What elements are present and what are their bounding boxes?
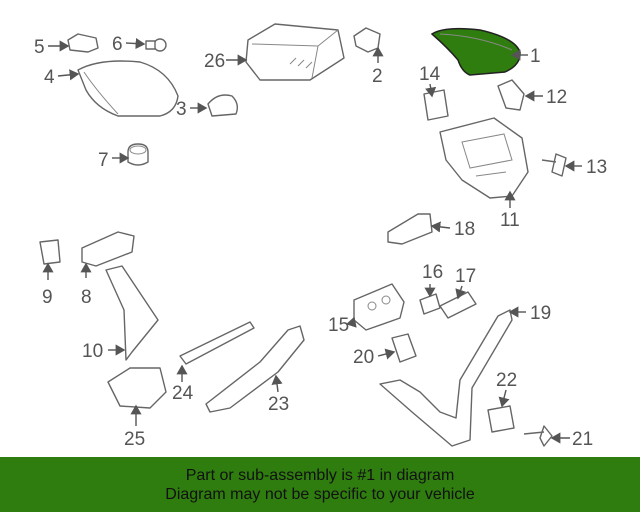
part-1-armrest-lid[interactable] [430, 27, 521, 76]
callout-8[interactable]: 8 [81, 287, 92, 308]
callout-21[interactable]: 21 [572, 429, 593, 450]
banner-line-2: Diagram may not be specific to your vehi… [165, 485, 475, 503]
callout-23[interactable]: 23 [268, 394, 289, 415]
part-14-plate[interactable] [423, 89, 449, 121]
part-20-bracket[interactable] [391, 333, 417, 363]
callout-13[interactable]: 13 [586, 157, 607, 178]
callout-3[interactable]: 3 [176, 99, 187, 120]
callout-15[interactable]: 15 [328, 315, 349, 336]
parts-diagram: 1 2 3 4 5 6 7 8 9 10 11 12 13 14 15 16 1… [34, 23, 607, 450]
banner-line-1: Part or sub-assembly is #1 in diagram [185, 466, 455, 484]
callout-25[interactable]: 25 [124, 429, 145, 450]
callout-2[interactable]: 2 [372, 66, 383, 87]
part-18-bracket[interactable] [387, 213, 433, 245]
part-5-clip[interactable] [67, 33, 99, 53]
part-13-screw[interactable] [541, 153, 567, 177]
part-7-knob[interactable] [127, 143, 149, 166]
callout-12[interactable]: 12 [546, 87, 567, 108]
part-2-bracket[interactable] [353, 27, 381, 53]
part-15-switch-panel[interactable] [353, 283, 405, 331]
callout-1[interactable]: 1 [530, 46, 541, 67]
part-26-airbag-module[interactable] [245, 23, 345, 81]
part-11-center-console[interactable] [439, 117, 529, 199]
callout-11[interactable]: 11 [500, 210, 520, 231]
part-6-push-pin[interactable] [145, 38, 167, 52]
callout-24[interactable]: 24 [172, 383, 194, 404]
part-9-clip[interactable] [39, 239, 61, 265]
part-3-cap[interactable] [207, 94, 239, 117]
callout-9[interactable]: 9 [42, 287, 53, 308]
part-25-bracket[interactable] [107, 367, 167, 409]
part-24-trim-strip[interactable] [179, 321, 255, 365]
callout-10[interactable]: 10 [82, 341, 103, 362]
part-4-trim-cover[interactable] [77, 60, 179, 117]
part-8-bracket[interactable] [81, 231, 135, 267]
part-16-button[interactable] [419, 293, 441, 315]
part-12-clip[interactable] [497, 79, 525, 111]
part-23-side-panel[interactable] [205, 325, 305, 413]
leader-lines [42, 37, 582, 444]
callout-18[interactable]: 18 [454, 219, 475, 240]
callout-4[interactable]: 4 [44, 67, 55, 88]
callout-7[interactable]: 7 [98, 150, 109, 171]
part-10-trim-panel[interactable] [105, 265, 159, 361]
callout-22[interactable]: 22 [496, 370, 517, 391]
callout-5[interactable]: 5 [34, 37, 45, 58]
sub-assembly-banner: Part or sub-assembly is #1 in diagram Di… [0, 457, 640, 512]
callout-20[interactable]: 20 [353, 347, 374, 368]
callout-26[interactable]: 26 [204, 51, 225, 72]
callout-19[interactable]: 19 [530, 303, 551, 324]
callout-16[interactable]: 16 [422, 262, 443, 283]
part-22-pad[interactable] [487, 405, 515, 433]
callout-17[interactable]: 17 [455, 266, 476, 287]
part-21-screw[interactable] [523, 425, 553, 447]
part-19-console-surround[interactable] [379, 309, 513, 447]
callout-6[interactable]: 6 [112, 34, 123, 55]
callout-14[interactable]: 14 [419, 64, 441, 85]
callout-labels: 1 2 3 4 5 6 7 8 9 10 11 12 13 14 15 16 1… [34, 34, 607, 450]
